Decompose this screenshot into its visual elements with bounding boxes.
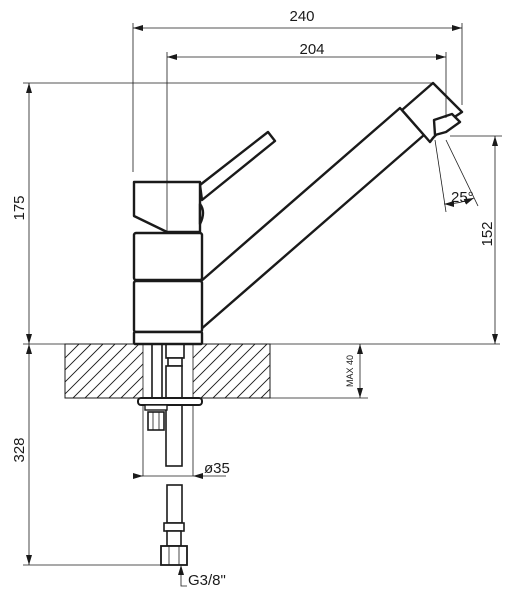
faucet-body-upper: [132, 231, 204, 282]
mounting-assembly: [137, 343, 203, 477]
dimension-diameter: ø35: [133, 460, 230, 479]
dimension-328: 328: [11, 344, 32, 565]
extension-lines: [23, 23, 502, 566]
dimension-152: 152: [479, 136, 498, 344]
faucet-base: [132, 330, 204, 346]
dimension-max40-label: MAX 40: [345, 355, 355, 387]
aerator: [432, 112, 462, 137]
dimension-max40: MAX 40: [345, 344, 363, 398]
lever-handle: [198, 130, 277, 202]
dimension-angle-label: 25°: [451, 189, 474, 206]
countertop-hatch-right: [193, 344, 270, 398]
spout: [196, 106, 426, 332]
dimension-204: 204: [167, 41, 446, 60]
dimension-152-label: 152: [479, 221, 496, 246]
dimension-angle: 25°: [434, 139, 479, 213]
dimension-328-label: 328: [11, 437, 28, 462]
countertop-hatch-left: [65, 344, 143, 398]
thread-callout-label: G3/8": [188, 572, 226, 589]
dimension-175: 175: [11, 83, 32, 344]
dimension-240: 240: [133, 8, 462, 31]
dimension-240-label: 240: [289, 8, 314, 25]
faucet: [132, 81, 464, 346]
dimension-diameter-label: ø35: [204, 460, 230, 477]
thread-callout: G3/8": [178, 565, 226, 589]
faucet-body-lower: [132, 279, 204, 334]
dimension-204-label: 204: [299, 41, 324, 58]
hose-connector: [160, 484, 188, 566]
dimension-175-label: 175: [11, 195, 28, 220]
